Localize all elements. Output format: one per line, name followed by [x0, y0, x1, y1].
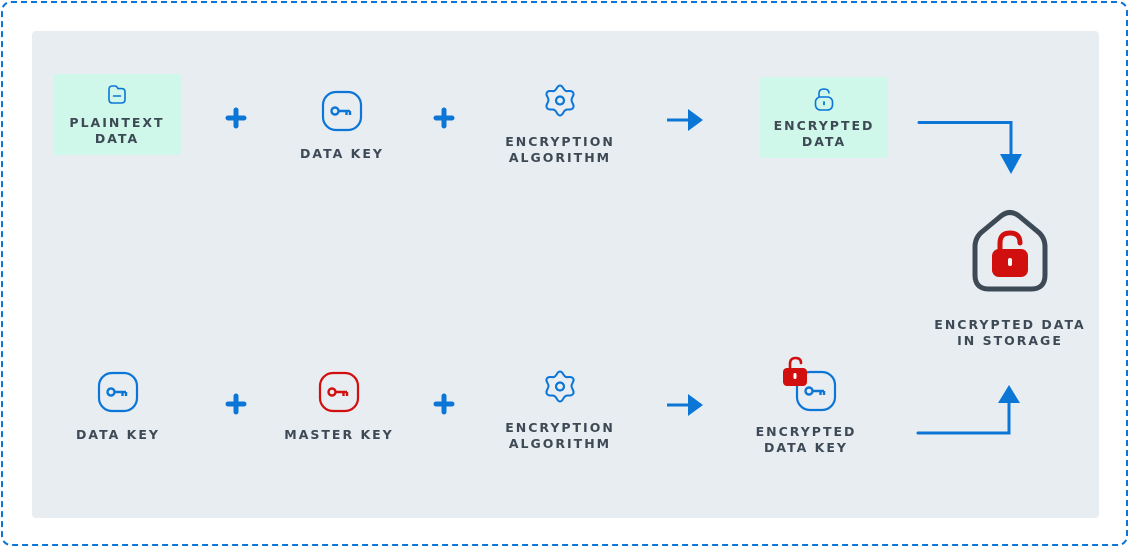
encryption-algorithm-node: ENCRYPTION ALGORITHM [490, 78, 630, 170]
plaintext-data-node: PLAINTEXT DATA [53, 74, 181, 155]
unlocked-padlock-icon [814, 87, 834, 111]
plus-operator-icon [433, 107, 455, 129]
data-key-label: DATA KEY [76, 427, 160, 442]
data-key-label: DATA KEY [300, 146, 384, 161]
data-key-node: DATA KEY [58, 367, 178, 447]
encryption-algorithm-label: ENCRYPTION ALGORITHM [505, 420, 615, 451]
key-icon [321, 90, 363, 132]
encrypted-data-key-label: ENCRYPTED DATA KEY [755, 424, 857, 455]
right-arrow-icon [667, 109, 703, 131]
plaintext-data-label: PLAINTEXT DATA [69, 114, 165, 146]
locked-key-icon [783, 356, 837, 412]
master-key-label: MASTER KEY [284, 427, 394, 442]
elbow-arrow-down-icon [917, 121, 1022, 174]
key-icon [97, 371, 139, 413]
diagram-panel [32, 31, 1099, 518]
document-icon [108, 84, 126, 104]
gear-icon [545, 84, 575, 117]
gear-icon [545, 370, 575, 403]
storage-label: ENCRYPTED DATA IN STORAGE [934, 317, 1086, 348]
encryption-algorithm-node: ENCRYPTION ALGORITHM [490, 364, 630, 456]
encrypted-data-node: ENCRYPTED DATA [760, 77, 888, 158]
storage-padlock-icon [972, 210, 1048, 292]
data-key-node: DATA KEY [282, 86, 402, 166]
encrypted-data-label: ENCRYPTED DATA [773, 117, 875, 149]
master-key-node: MASTER KEY [279, 367, 399, 447]
elbow-arrow-up-icon [916, 385, 1020, 435]
encrypted-data-key-node: ENCRYPTED DATA KEY [746, 350, 866, 460]
plus-operator-icon [225, 107, 247, 129]
master-key-icon [318, 371, 360, 413]
right-arrow-icon [667, 394, 703, 416]
storage-node: ENCRYPTED DATA IN STORAGE [925, 205, 1095, 355]
plus-operator-icon [433, 393, 455, 415]
encryption-algorithm-label: ENCRYPTION ALGORITHM [505, 134, 615, 165]
plus-operator-icon [225, 393, 247, 415]
